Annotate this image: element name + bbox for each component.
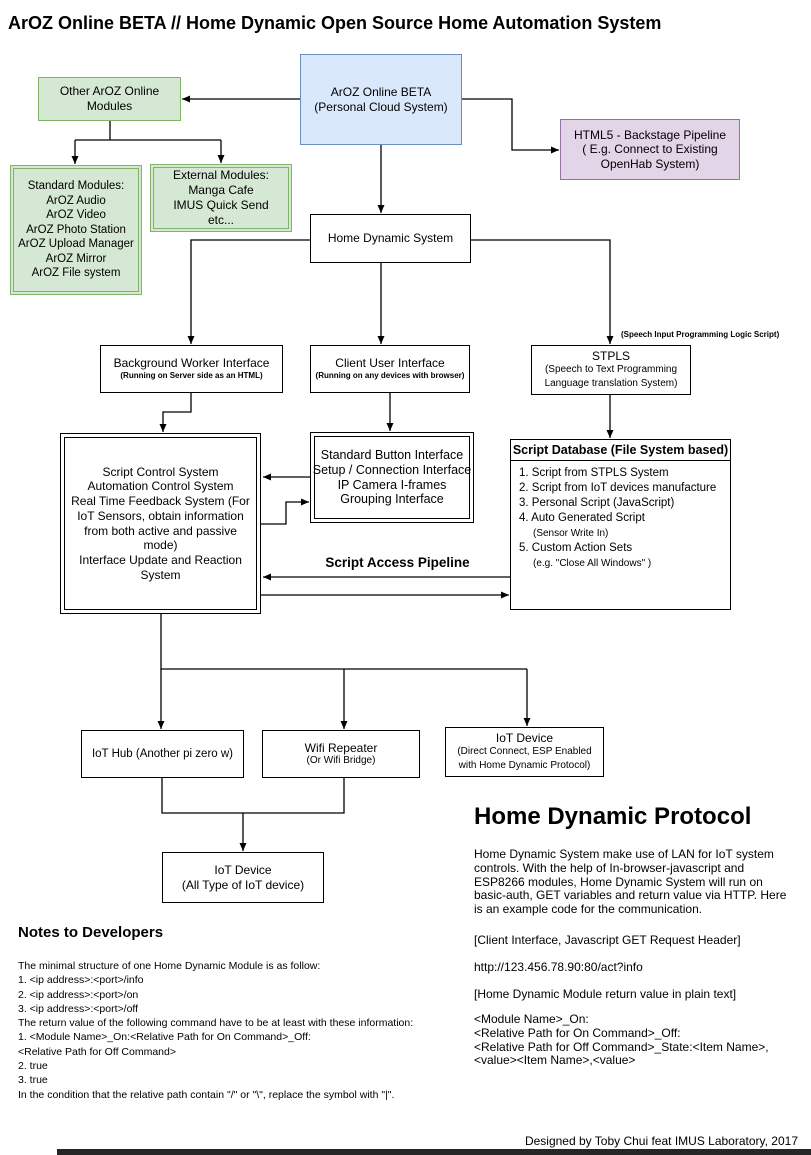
list-item: 3. Personal Script (JavaScript) [519,497,675,510]
notes-line: The minimal structure of one Home Dynami… [18,960,321,972]
node-label: IoT Device [495,730,554,745]
node-sublabel: (Direct Connect, ESP Enabled [457,746,592,758]
node-label: Real Time Feedback System (For [71,494,250,509]
notes-line: 1. <Module Name>_On:<Relative Path for O… [18,1031,311,1044]
list-subitem: (Sensor Write In) [533,528,609,540]
protocol-example-url: http://123.456.78.90:80/act?info [474,960,643,974]
node-label: ArOZ Photo Station [26,223,126,236]
node-label: mode) [143,538,178,553]
list-item: 1. Script from STPLS System [519,467,669,480]
node-wifi-repeater: Wifi Repeater (Or Wifi Bridge) [262,730,420,778]
notes-line: In the condition that the relative path … [18,1088,395,1101]
node-label: HTML5 - Backstage Pipeline [573,127,727,142]
node-sublabel: with Home Dynamic Protocol) [458,760,591,772]
list-subitem: (e.g. "Close All Windows" ) [533,558,652,570]
node-label: Standard Button Interface [320,447,464,462]
notes-heading: Notes to Developers [18,924,164,941]
node-other-aroz-modules: Other ArOZ Online Modules [38,77,181,121]
node-label: Setup / Connection Interface [312,462,472,477]
protocol-heading: Home Dynamic Protocol [474,803,752,830]
node-label: Manga Cafe [188,183,254,197]
node-label: Client User Interface [335,356,445,371]
node-label: Other ArOZ Online [59,84,160,99]
node-label: ArOZ Online BETA [330,84,432,99]
node-sublabel: (Running on Server side as an HTML) [120,371,263,381]
node-iot-device-direct: IoT Device (Direct Connect, ESP Enabled … [445,727,604,777]
script-access-pipeline-label: Script Access Pipeline [325,555,470,570]
notes-line: 2. true [18,1060,48,1073]
node-label: OpenHab System) [600,156,700,171]
node-sublabel: (Running on any devices with browser) [315,371,465,381]
node-client-user-interface: Client User Interface (Running on any de… [310,345,470,393]
node-label: ArOZ File system [31,267,121,280]
notes-block: The minimal structure of one Home Dynami… [18,959,413,1102]
footer-credit: Designed by Toby Chui feat IMUS Laborato… [524,1134,798,1148]
node-label: IP Camera I-frames [337,477,447,492]
node-label: Standard Modules: [27,179,125,192]
node-label: Background Worker Interface [113,356,270,371]
code-line: <Relative Path for On Command>_Off: [474,1025,681,1040]
node-sublabel: (Speech to Text Programming [544,364,678,376]
notes-line: 3. true [18,1074,48,1087]
node-label: IoT Hub (Another pi zero w) [91,747,234,760]
code-line: <Relative Path for Off Command>_State:<I… [474,1039,769,1054]
node-label: ArOZ Upload Manager [18,238,134,251]
node-home-dynamic-system: Home Dynamic System [310,214,471,263]
node-label: (Personal Cloud System) [314,99,448,114]
code-line: <value><Item Name>,<value> [474,1053,636,1068]
node-label: from both active and passive [84,523,237,538]
list-item: 5. Custom Action Sets [519,542,633,555]
notes-line: <Relative Path for Off Command> [18,1045,176,1058]
node-standard-modules: Standard Modules: ArOZ Audio ArOZ Video … [10,165,142,295]
node-label: ArOZ Audio [46,194,106,207]
node-iot-device-all: IoT Device (All Type of IoT device) [162,852,324,903]
node-label: Script Control System [102,464,219,479]
node-label: IoT Sensors, obtain information [77,508,244,523]
node-stpls: STPLS (Speech to Text Programming Langua… [531,345,691,395]
node-label: ( E.g. Connect to Existing [582,142,718,157]
node-label: System [140,567,181,582]
node-label: Interface Update and Reaction [79,552,242,567]
node-label: (All Type of IoT device) [181,877,305,892]
protocol-request-header-label: [Client Interface, Javascript GET Reques… [474,933,741,947]
protocol-intro: Home Dynamic System make use of LAN for … [474,847,787,917]
notes-line: 3. <ip address>:<port>/off [18,1002,139,1015]
list-item: 4. Auto Generated Script [519,512,645,525]
notes-line: 2. <ip address>:<port>/on [18,988,139,1001]
node-label: STPLS [591,348,630,363]
node-label: Automation Control System [87,479,234,494]
code-line: <Module Name>_On: [474,1012,589,1026]
node-label: Modules [86,99,133,113]
node-label: Grouping Interface [340,492,444,507]
node-label: Wifi Repeater [304,740,378,755]
script-database-header: Script Database (File System based) [511,440,730,462]
protocol-return-value-block: <Module Name>_On: <Relative Path for On … [474,1012,769,1068]
node-external-modules: External Modules: Manga Cafe IMUS Quick … [150,164,292,232]
bottom-cropped-bar [57,1149,811,1155]
node-label: ArOZ Mirror [45,252,107,265]
node-label: Home Dynamic System [327,231,454,246]
node-iot-hub: IoT Hub (Another pi zero w) [81,730,244,778]
notes-line: The return value of the following comman… [18,1017,414,1030]
node-label: IoT Device [214,862,272,877]
node-sublabel: Language translation System) [544,378,678,390]
stpls-annotation: (Speech Input Programming Logic Script) [621,330,780,339]
node-label: ArOZ Video [46,209,106,222]
node-sublabel: (Or Wifi Bridge) [306,755,376,767]
node-label: External Modules: [172,168,270,182]
node-standard-button-interface: Standard Button Interface Setup / Connec… [310,432,474,523]
script-database-items: 1. Script from STPLS System 2. Script fr… [511,461,730,571]
node-script-control-system: Script Control System Automation Control… [60,433,261,614]
node-html5-backstage-pipeline: HTML5 - Backstage Pipeline ( E.g. Connec… [560,119,740,180]
list-item: 2. Script from IoT devices manufacture [519,482,717,495]
node-aroz-online-beta: ArOZ Online BETA (Personal Cloud System) [300,54,462,145]
node-background-worker-interface: Background Worker Interface (Running on … [100,345,283,393]
node-label: IMUS Quick Send [173,198,269,212]
node-label: etc... [207,213,234,227]
notes-line: 1. <ip address>:<port>/info [18,974,144,987]
page-title: ArOZ Online BETA // Home Dynamic Open So… [8,13,662,33]
node-script-database: Script Database (File System based) 1. S… [510,439,731,610]
protocol-return-value-label: [Home Dynamic Module return value in pla… [474,987,737,1001]
